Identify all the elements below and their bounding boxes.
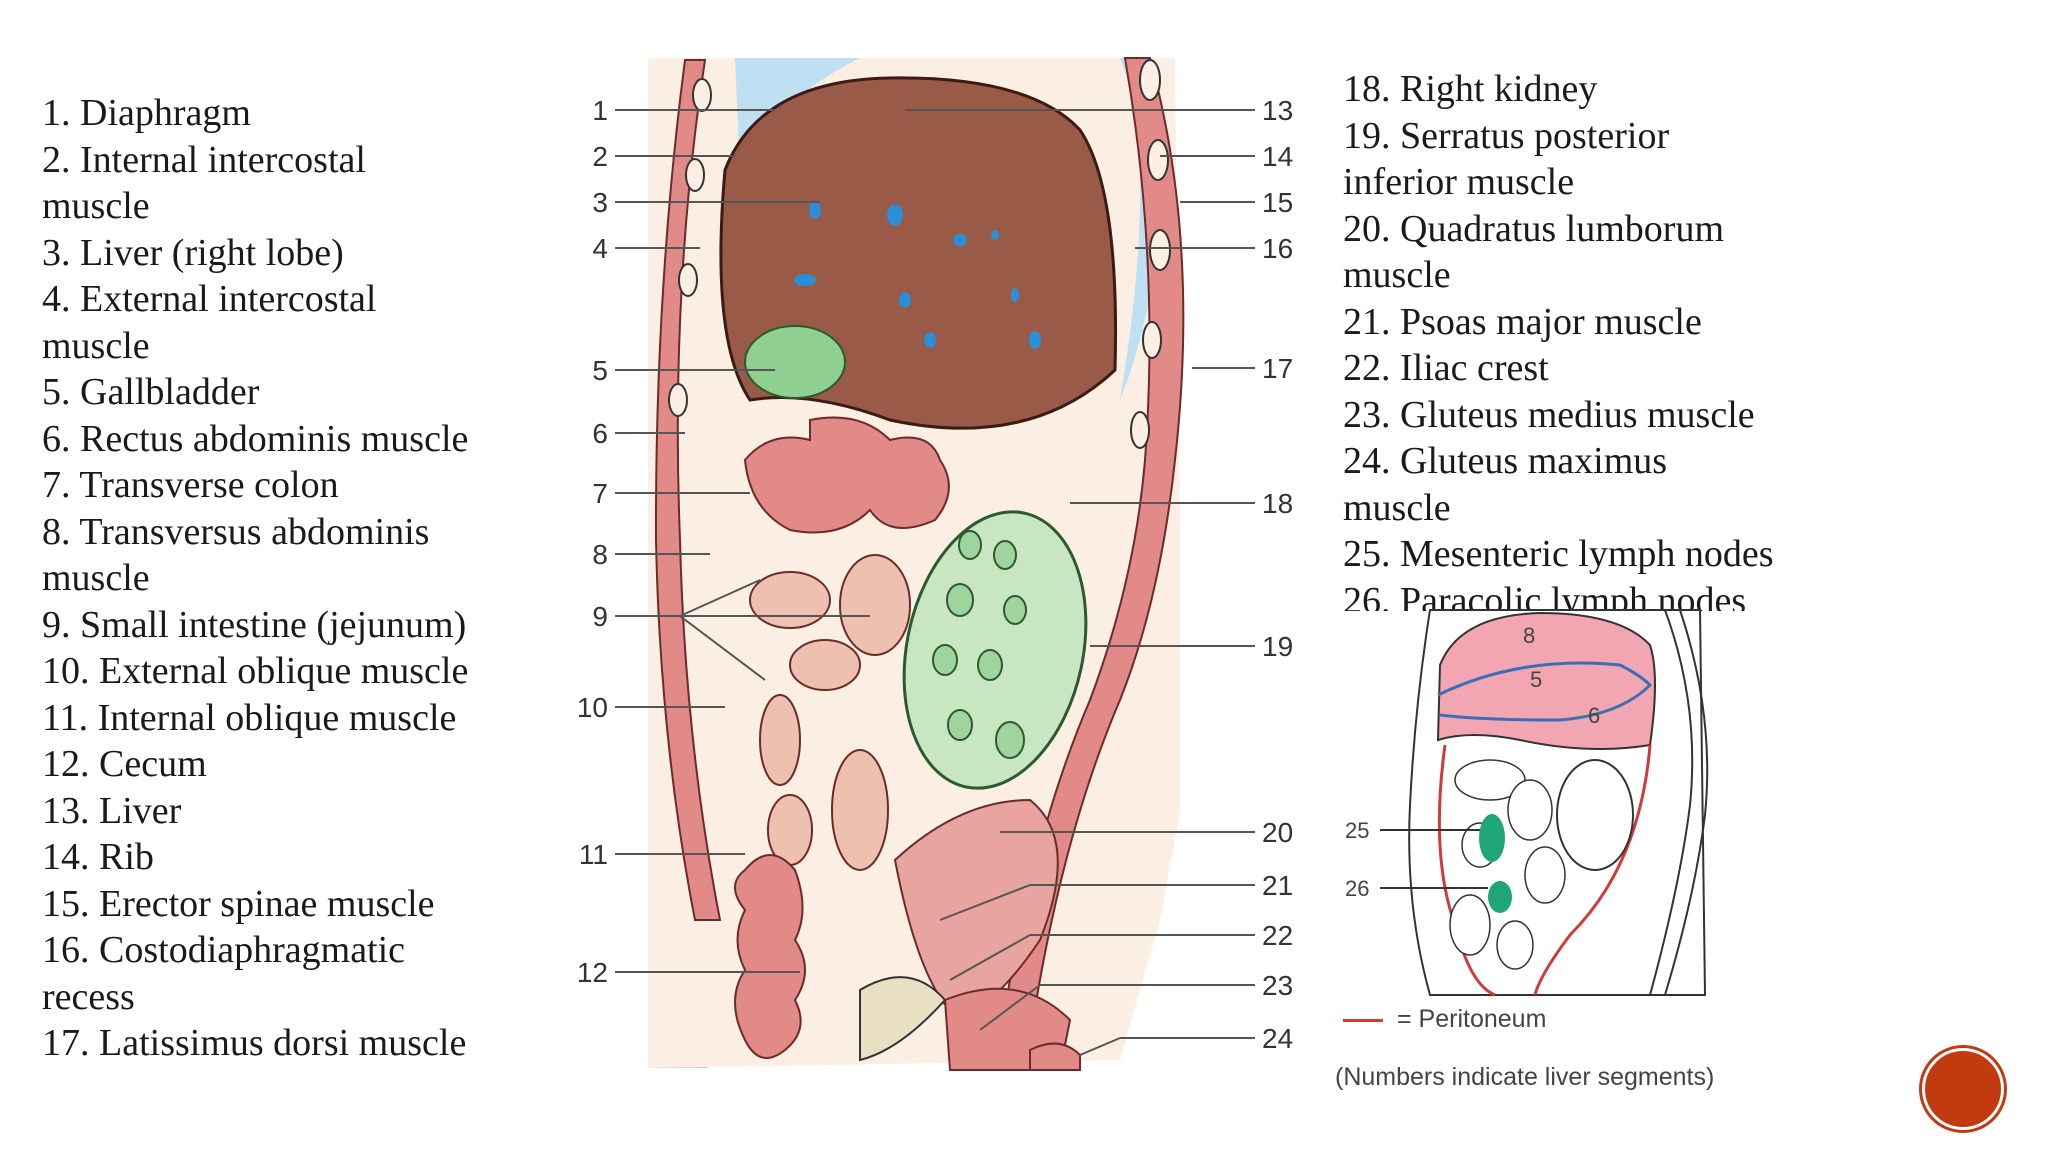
legend-line: 16. Costodiaphragmatic (42, 929, 406, 971)
label-15: 15 (1262, 187, 1293, 218)
legend-line: 25. Mesenteric lymph nodes (1343, 533, 1774, 575)
inset-back-wall (1649, 609, 1694, 996)
inset-liver-divider (1437, 661, 1653, 722)
legend-line: 1. Diaphragm (42, 92, 251, 134)
legend-line: 21. Psoas major muscle (1343, 300, 1702, 343)
legend-line: 22. Iliac crest (1343, 347, 1549, 389)
inset-kidney (1556, 759, 1634, 871)
inset-back-wall-2 (1664, 609, 1709, 996)
legend-line: recess (42, 975, 135, 1018)
segments-note: (Numbers indicate liver segments) (1335, 1063, 1715, 1091)
legend-line: 12. Cecum (42, 743, 207, 785)
label-2: 2 (592, 141, 608, 172)
legend-line: 24. Gluteus maximus (1343, 440, 1668, 482)
legend-line: 14. Rib (42, 836, 154, 878)
legend-line: muscle (42, 557, 150, 599)
label-1: 1 (592, 95, 608, 126)
cecum (734, 854, 806, 1059)
label-13: 13 (1262, 95, 1293, 126)
outside-back (1120, 58, 1260, 1080)
left-leader-lines (615, 109, 870, 973)
legend-line: 11. Internal oblique muscle (42, 696, 457, 739)
inset-intestines (1449, 759, 1566, 970)
label-14: 14 (1262, 141, 1293, 172)
label-5: 5 (592, 355, 608, 386)
liver-vessels (794, 201, 1041, 349)
anterior-ribs (668, 78, 712, 417)
gallbladder (744, 325, 846, 399)
legend-line: 23. Gluteus medius muscle (1343, 393, 1755, 436)
label-17: 17 (1262, 353, 1293, 384)
circle-button-icon[interactable] (1922, 1048, 2004, 1130)
label-16: 16 (1262, 233, 1293, 264)
legend-line: muscle (42, 324, 150, 367)
label-12: 12 (577, 957, 608, 988)
ribs (1130, 59, 1171, 449)
legend-line: 18. Right kidney (1343, 68, 1598, 110)
sagittal-section-figure: 1 2 3 4 5 6 7 8 9 10 11 12 13 14 15 16 1… (577, 57, 1293, 1080)
label-19: 19 (1262, 631, 1293, 662)
legend-line: 15. Erector spinae muscle (42, 882, 435, 925)
right-leader-lines (905, 109, 1255, 1056)
legend-line: 13. Liver (42, 789, 182, 832)
legend-line: 4. External intercostal (42, 278, 377, 320)
legend-line: 2. Internal intercostal (42, 138, 366, 181)
legend-line: 19. Serratus posterior (1343, 114, 1670, 157)
label-10: 10 (577, 692, 608, 723)
inset-paracolic-node (1488, 881, 1512, 913)
legend-line: muscle (1343, 486, 1451, 529)
label-9: 9 (592, 601, 608, 632)
inset-node-26: 26 (1345, 876, 1369, 901)
inset-segment-8: 8 (1523, 623, 1535, 648)
legend-line: 26. Paracolic lymph nodes (1343, 579, 1747, 612)
legend-line: 8. Transversus abdominis (42, 510, 430, 553)
label-21: 21 (1262, 870, 1293, 901)
inset-figure: 8 5 6 25 26 (1345, 609, 1709, 997)
label-7: 7 (592, 478, 608, 509)
legend-line: 5. Gallbladder (42, 371, 260, 413)
legend-line: 3. Liver (right lobe) (42, 231, 344, 274)
label-4: 4 (592, 233, 608, 264)
label-20: 20 (1262, 817, 1293, 848)
label-6: 6 (592, 418, 608, 449)
legend-line: inferior muscle (1343, 161, 1575, 203)
legend-line: 17. Latissimus dorsi muscle (42, 1022, 467, 1064)
lung-space (735, 58, 860, 170)
legend-line: muscle (42, 185, 150, 227)
label-23: 23 (1262, 970, 1293, 1001)
inset-segment-5: 5 (1530, 667, 1542, 692)
peritoneum-line-icon (1343, 1018, 1383, 1022)
legend-line: 7. Transverse colon (42, 464, 339, 506)
label-22: 22 (1262, 920, 1293, 951)
inset-node-25: 25 (1345, 818, 1369, 843)
psoas-quadratus (893, 798, 1059, 1022)
anterior-wall-muscle (654, 59, 722, 921)
peritoneum-key: = Peritoneum (1343, 1005, 1546, 1034)
transverse-colon (743, 416, 950, 534)
kidney-calyces (932, 530, 1027, 759)
legend-line: 6. Rectus abdominis muscle (42, 417, 469, 460)
peritoneum-key-label: = Peritoneum (1397, 1005, 1547, 1033)
legend-line: muscle (1343, 254, 1451, 296)
label-8: 8 (592, 539, 608, 570)
legend-line: 20. Quadratus lumborum (1343, 207, 1725, 250)
gluteus-maximus (1029, 1042, 1081, 1071)
label-11: 11 (579, 839, 608, 870)
inset-segment-6: 6 (1588, 703, 1600, 728)
label-24: 24 (1262, 1023, 1293, 1054)
legend-line: 9. Small intestine (jejunum) (42, 603, 467, 646)
small-intestine (749, 554, 911, 871)
label-18: 18 (1262, 488, 1293, 519)
label-3: 3 (592, 187, 608, 218)
inset-mesenteric-node (1479, 814, 1505, 862)
legend-line: 10. External oblique muscle (42, 650, 469, 692)
inset-liver (1436, 611, 1656, 750)
